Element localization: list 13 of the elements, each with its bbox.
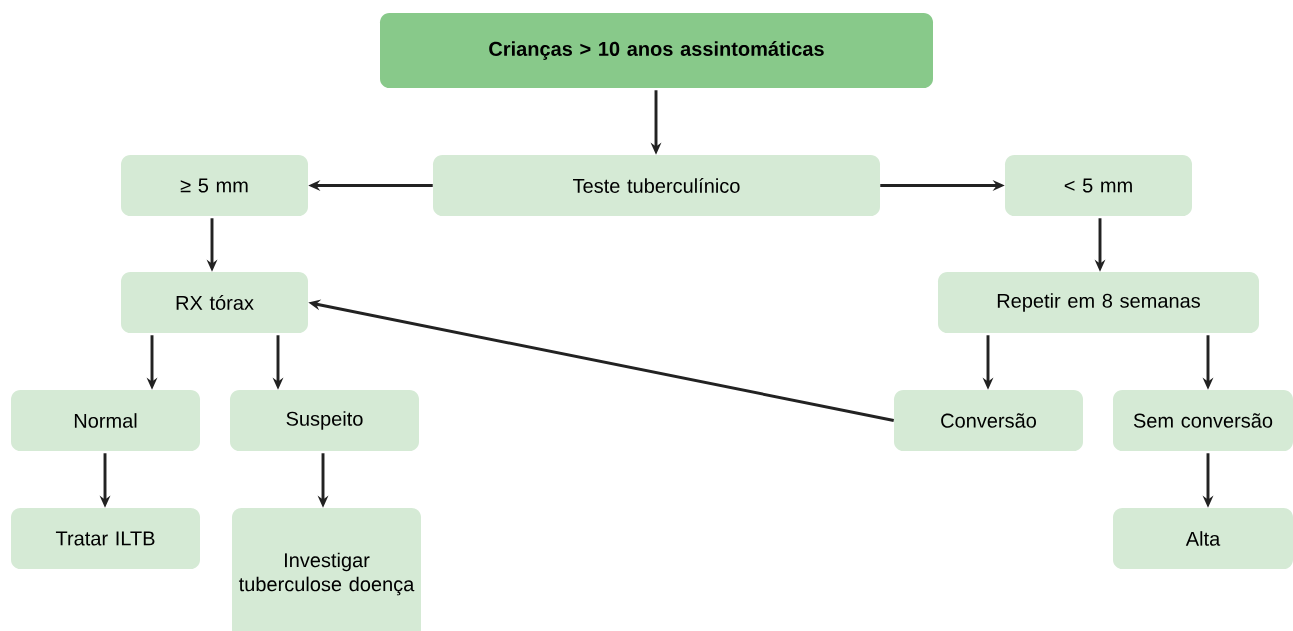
process-box: Suspeito <box>230 390 419 451</box>
process-box: Alta <box>1113 508 1293 569</box>
process-box: Teste tuberculínico <box>433 155 880 216</box>
process-box: < 5 mm <box>1005 155 1192 216</box>
process-box: Repetir em 8 semanas <box>938 272 1259 333</box>
title-box: Crianças > 10 anos assintomáticas <box>380 13 933 88</box>
process-box: ≥ 5 mm <box>121 155 308 216</box>
process-box: Investigar tuberculose doença <box>232 508 421 631</box>
process-box: Sem conversão <box>1113 390 1293 451</box>
process-box: Tratar ILTB <box>11 508 200 569</box>
process-box: RX tórax <box>121 272 308 333</box>
process-box: Conversão <box>894 390 1083 451</box>
process-box: Normal <box>11 390 200 451</box>
